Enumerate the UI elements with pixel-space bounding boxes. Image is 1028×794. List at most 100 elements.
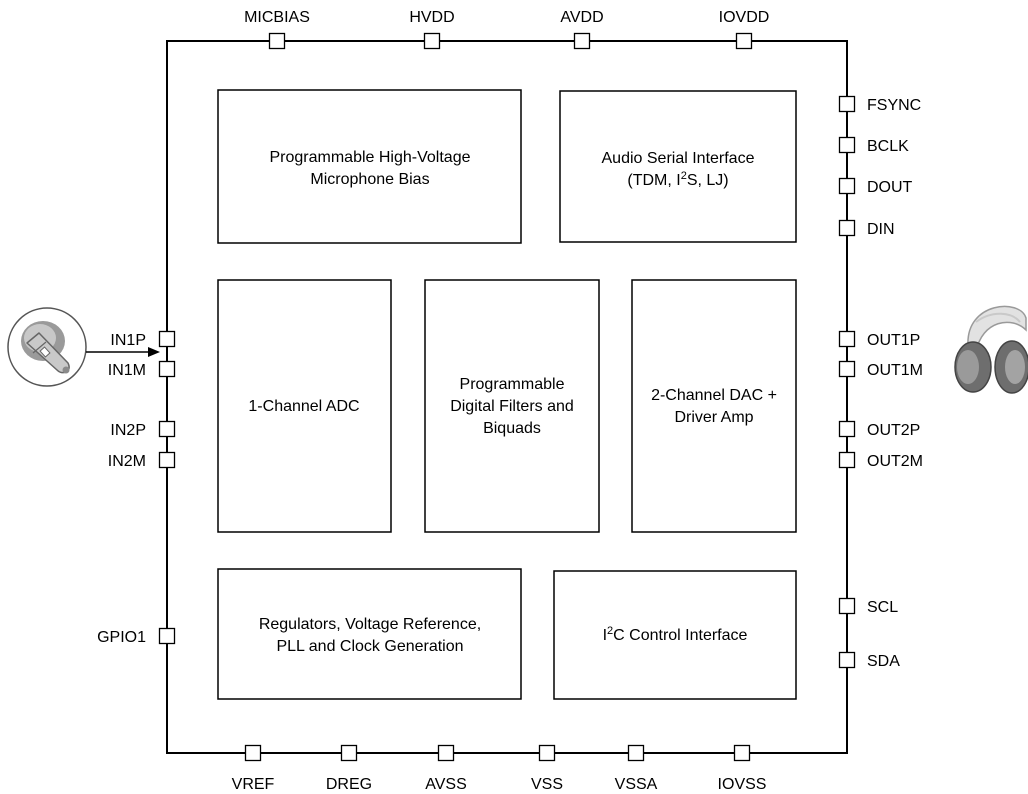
pin-label-out2p: OUT2P (867, 422, 920, 439)
pin-square (838, 360, 856, 378)
block-mic-bias-line-1: Programmable High-Voltage (270, 149, 471, 166)
pin-in1p: IN1P (110, 330, 176, 349)
pin-label-out2m: OUT2M (867, 453, 923, 470)
pin-square (538, 744, 556, 762)
block-dac-line-2: Driver Amp (674, 409, 753, 426)
pin-square (158, 451, 176, 469)
pin-vssa: VSSA (615, 744, 658, 793)
pin-label-iovss: IOVSS (718, 776, 767, 793)
pin-label-in1p: IN1P (110, 332, 146, 349)
pin-hvdd: HVDD (409, 9, 455, 50)
pin-label-out1m: OUT1M (867, 362, 923, 379)
pin-label-sda: SDA (867, 653, 900, 670)
chip-outline (166, 40, 848, 754)
pin-out2m: OUT2M (838, 451, 923, 470)
pin-square (340, 744, 358, 762)
block-audio-serial-line-2: (TDM, I2S, LJ) (627, 170, 728, 189)
block-filters-line-3: Biquads (483, 420, 541, 437)
block-filters-line-1: Programmable (460, 376, 565, 393)
pin-avss: AVSS (425, 744, 467, 793)
pin-vss: VSS (531, 744, 563, 793)
pin-label-vss: VSS (531, 776, 563, 793)
pin-sda: SDA (838, 651, 900, 670)
pin-dreg: DREG (326, 744, 372, 793)
block-i2c-label: I2C Control Interface (603, 625, 748, 644)
pin-square (244, 744, 262, 762)
pin-label-in2m: IN2M (108, 453, 146, 470)
headphones-icon (954, 305, 1028, 394)
pin-square (627, 744, 645, 762)
pin-scl: SCL (838, 597, 898, 616)
block-adc: 1-Channel ADC (217, 279, 392, 533)
pin-square (838, 420, 856, 438)
pin-label-avss: AVSS (425, 776, 467, 793)
pin-label-iovdd: IOVDD (719, 9, 770, 26)
block-audio-serial-interface: Audio Serial Interface (TDM, I2S, LJ) (559, 90, 797, 243)
block-adc-label: 1-Channel ADC (248, 398, 359, 415)
pin-square (437, 744, 455, 762)
pin-in1m: IN1M (108, 360, 176, 379)
pin-vref: VREF (232, 744, 275, 793)
pin-label-vssa: VSSA (615, 776, 658, 793)
pin-square (423, 32, 441, 50)
pin-square (158, 420, 176, 438)
pin-square (838, 219, 856, 237)
block-dac-line-1: 2-Channel DAC + (651, 387, 777, 404)
pin-avdd: AVDD (560, 9, 604, 50)
pin-square (838, 136, 856, 154)
block-regulators-line-1: Regulators, Voltage Reference, (259, 616, 481, 633)
pin-square (573, 32, 591, 50)
pin-square (268, 32, 286, 50)
pin-square (838, 651, 856, 669)
pin-label-dreg: DREG (326, 776, 372, 793)
block-regulators: Regulators, Voltage Reference, PLL and C… (217, 568, 522, 700)
pin-square (158, 360, 176, 378)
block-filters-line-2: Digital Filters and (450, 398, 574, 415)
block-mic-bias: Programmable High-Voltage Microphone Bia… (217, 89, 522, 244)
pin-square (838, 330, 856, 348)
pin-label-in2p: IN2P (110, 422, 146, 439)
pin-label-micbias: MICBIAS (244, 9, 310, 26)
pin-out2p: OUT2P (838, 420, 920, 439)
pin-label-avdd: AVDD (560, 9, 603, 26)
pin-square (838, 451, 856, 469)
pin-iovdd: IOVDD (719, 9, 770, 50)
pins: MICBIAS HVDD AVDD IOVDD VREF DREG AVSS VSS VSSA I… (97, 9, 923, 793)
pin-label-scl: SCL (867, 599, 898, 616)
block-mic-bias-line-2: Microphone Bias (310, 171, 429, 188)
pin-label-bclk: BCLK (867, 138, 909, 155)
pin-label-vref: VREF (232, 776, 275, 793)
pin-square (838, 95, 856, 113)
pin-out1p: OUT1P (838, 330, 920, 349)
pin-out1m: OUT1M (838, 360, 923, 379)
pin-label-din: DIN (867, 221, 895, 238)
pin-label-out1p: OUT1P (867, 332, 920, 349)
pin-in2m: IN2M (108, 451, 176, 470)
pin-micbias: MICBIAS (244, 9, 310, 50)
pin-square (735, 32, 753, 50)
pin-bclk: BCLK (838, 136, 909, 155)
block-digital-filters: Programmable Digital Filters and Biquads (424, 279, 600, 533)
block-i2c-control: I2C Control Interface (553, 570, 797, 700)
pin-iovss: IOVSS (718, 744, 767, 793)
pin-square (158, 330, 176, 348)
pin-square (838, 177, 856, 195)
microphone-icon (7, 307, 87, 387)
pin-square (158, 627, 176, 645)
pin-in2p: IN2P (110, 420, 176, 439)
pin-label-gpio1: GPIO1 (97, 629, 146, 646)
block-audio-serial-line-1: Audio Serial Interface (602, 150, 755, 167)
pin-label-hvdd: HVDD (409, 9, 454, 26)
pin-label-fsync: FSYNC (867, 97, 921, 114)
pin-gpio1: GPIO1 (97, 627, 176, 646)
pin-dout: DOUT (838, 177, 913, 196)
pin-square (733, 744, 751, 762)
pin-square (838, 597, 856, 615)
pin-din: DIN (838, 219, 895, 238)
pin-fsync: FSYNC (838, 95, 921, 114)
pin-label-in1m: IN1M (108, 362, 146, 379)
input-arrow (86, 347, 160, 357)
block-dac-driver: 2-Channel DAC + Driver Amp (631, 279, 797, 533)
pin-label-dout: DOUT (867, 179, 913, 196)
